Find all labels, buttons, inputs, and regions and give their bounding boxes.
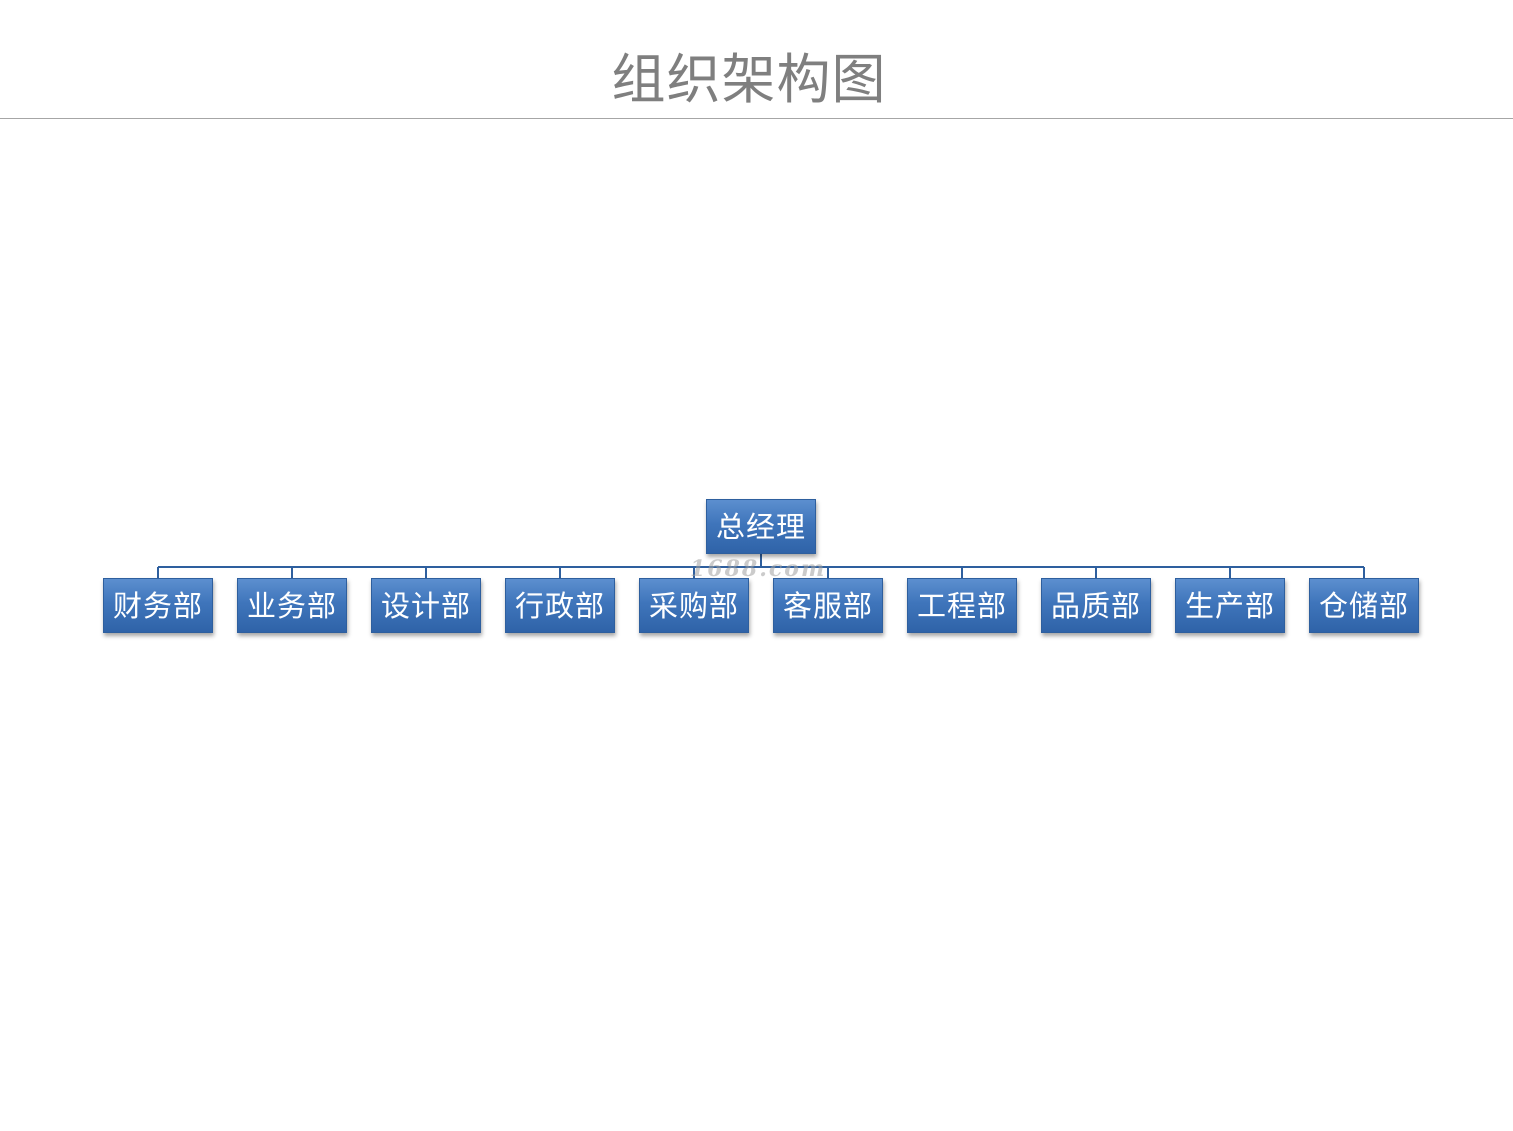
org-node-general-manager[interactable]: 总经理 <box>706 499 816 554</box>
page-title: 组织架构图 <box>611 48 887 111</box>
watermark-text: 1688.com <box>690 556 827 582</box>
org-node-purchasing[interactable]: 采购部 <box>639 578 749 633</box>
org-node-business[interactable]: 业务部 <box>237 578 347 633</box>
org-node-production[interactable]: 生产部 <box>1175 578 1285 633</box>
org-node-design[interactable]: 设计部 <box>371 578 481 633</box>
org-node-customer-service[interactable]: 客服部 <box>773 578 883 633</box>
org-node-engineering[interactable]: 工程部 <box>907 578 1017 633</box>
title-divider <box>0 118 1513 119</box>
org-node-quality[interactable]: 品质部 <box>1041 578 1151 633</box>
org-node-finance[interactable]: 财务部 <box>103 578 213 633</box>
org-node-warehouse[interactable]: 仓储部 <box>1309 578 1419 633</box>
org-node-admin[interactable]: 行政部 <box>505 578 615 633</box>
